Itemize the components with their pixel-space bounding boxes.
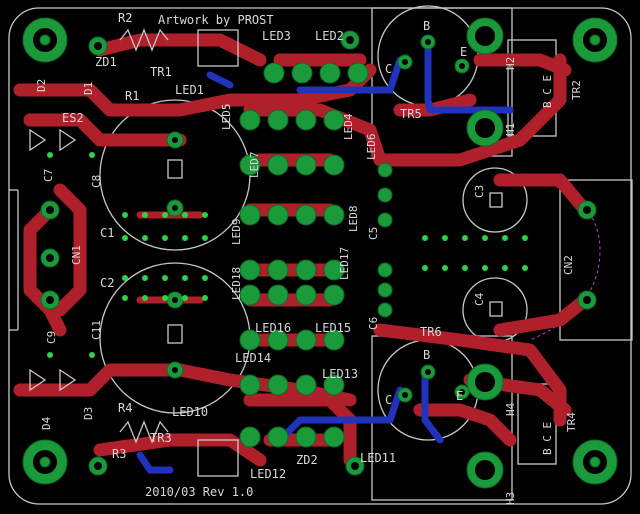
label-led15: LED15 — [315, 321, 351, 335]
label-r4: R4 — [118, 401, 132, 415]
label-tr3: TR3 — [150, 431, 172, 445]
label-c9: C9 — [45, 331, 58, 344]
via-markers — [47, 152, 528, 358]
board-revision: 2010/03 Rev 1.0 — [145, 485, 253, 499]
c2-outline — [99, 262, 251, 414]
label-zd1: ZD1 — [95, 55, 117, 69]
label-d4: D4 — [40, 416, 53, 430]
label-led10: LED10 — [172, 405, 208, 419]
label-tr5: TR5 — [400, 107, 422, 121]
label-led13: LED13 — [322, 367, 358, 381]
pin-b-bottom: B — [423, 348, 430, 362]
label-c11: C11 — [90, 320, 103, 340]
label-zd2: ZD2 — [296, 453, 318, 467]
label-c1: C1 — [100, 226, 114, 240]
label-tr2-pins: B C E — [541, 75, 554, 108]
board-outline — [8, 7, 632, 505]
label-led5: LED5 — [220, 104, 233, 131]
label-h4: H4 — [504, 402, 517, 416]
label-led8: LED8 — [347, 206, 360, 233]
label-led6: LED6 — [365, 134, 378, 161]
pin-c-bottom: C — [385, 393, 392, 407]
label-c5: C5 — [367, 227, 380, 240]
label-c4: C4 — [473, 292, 486, 306]
label-d2: D2 — [35, 79, 48, 92]
label-led14: LED14 — [235, 351, 271, 365]
label-led1: LED1 — [175, 83, 204, 97]
label-tr6: TR6 — [420, 325, 442, 339]
label-tr4: TR4 — [565, 412, 578, 432]
label-led3: LED3 — [262, 29, 291, 43]
label-r3: R3 — [112, 447, 126, 461]
label-tr1: TR1 — [150, 65, 172, 79]
label-h3: H3 — [504, 492, 517, 505]
board-title: Artwork by PROST — [158, 13, 274, 27]
label-led12: LED12 — [250, 467, 286, 481]
label-c6: C6 — [367, 317, 380, 330]
label-r1: R1 — [125, 89, 139, 103]
label-es2: ES2 — [62, 111, 84, 125]
label-led17: LED17 — [338, 247, 351, 280]
label-d3: D3 — [82, 407, 95, 420]
label-led2: LED2 — [315, 29, 344, 43]
label-led9: LED9 — [230, 219, 243, 246]
label-c7: C7 — [42, 169, 55, 182]
label-h2: H2 — [504, 57, 517, 70]
label-r2: R2 — [118, 11, 132, 25]
label-c8: C8 — [90, 175, 103, 188]
pin-c-top: C — [385, 62, 392, 76]
label-led18: LED18 — [230, 267, 243, 300]
label-led4: LED4 — [342, 113, 355, 140]
bottom-copper — [136, 36, 514, 474]
pads — [22, 17, 618, 489]
pin-b-top: B — [423, 19, 430, 33]
label-c2: C2 — [100, 276, 114, 290]
label-c3: C3 — [473, 185, 486, 198]
label-tr4-pins: B C E — [541, 422, 554, 455]
top-copper — [13, 33, 592, 467]
cn2-outline — [559, 179, 633, 341]
pin-e-bottom: E — [456, 389, 463, 403]
pin-e-top: E — [460, 45, 467, 59]
label-cn1: CN1 — [70, 245, 83, 265]
label-led7: LED7 — [248, 152, 261, 179]
label-cn2: CN2 — [562, 255, 575, 275]
label-tr2: TR2 — [570, 80, 583, 100]
label-led11: LED11 — [360, 451, 396, 465]
label-d1: D1 — [82, 82, 95, 95]
label-led16: LED16 — [255, 321, 291, 335]
label-h1: H1 — [504, 123, 517, 136]
